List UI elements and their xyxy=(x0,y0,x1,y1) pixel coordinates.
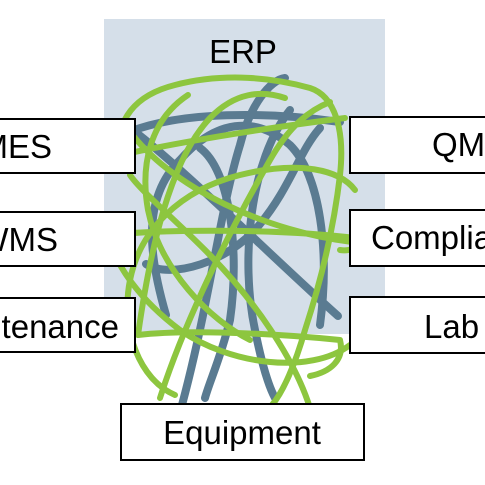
blue-line-3 xyxy=(148,121,328,329)
compliance-box xyxy=(349,209,485,267)
node-lab: Lab xyxy=(349,296,485,354)
node-compliance: Compliance xyxy=(349,209,485,267)
erp-label: ERP xyxy=(209,33,277,70)
blue-line-5 xyxy=(196,144,238,402)
maintenance-label: Maintenance xyxy=(0,308,119,345)
qms-box xyxy=(349,116,485,174)
compliance-label: Compliance xyxy=(371,219,485,256)
maintenance-box xyxy=(0,297,136,353)
green-line-10 xyxy=(142,92,253,343)
lab-box xyxy=(349,296,485,354)
green-line-7 xyxy=(135,90,288,338)
mes-label: MES xyxy=(0,128,52,165)
node-qms: QMS xyxy=(349,116,485,174)
equipment-label: Equipment xyxy=(163,414,321,451)
node-maintenance: Maintenance xyxy=(0,297,136,353)
green-line-6 xyxy=(135,329,344,379)
blue-line-7 xyxy=(244,106,294,402)
green-line-8 xyxy=(157,99,333,401)
lab-label: Lab xyxy=(424,308,479,345)
wms-box xyxy=(0,211,136,267)
node-equipment: Equipment xyxy=(120,403,365,461)
mes-box xyxy=(0,118,136,174)
wms-label: WMS xyxy=(0,221,58,258)
node-mes: MES xyxy=(0,118,136,174)
equipment-box xyxy=(120,403,365,461)
qms-label: QMS xyxy=(432,126,485,163)
node-wms: WMS xyxy=(0,211,136,267)
blue-line-2 xyxy=(120,110,344,138)
